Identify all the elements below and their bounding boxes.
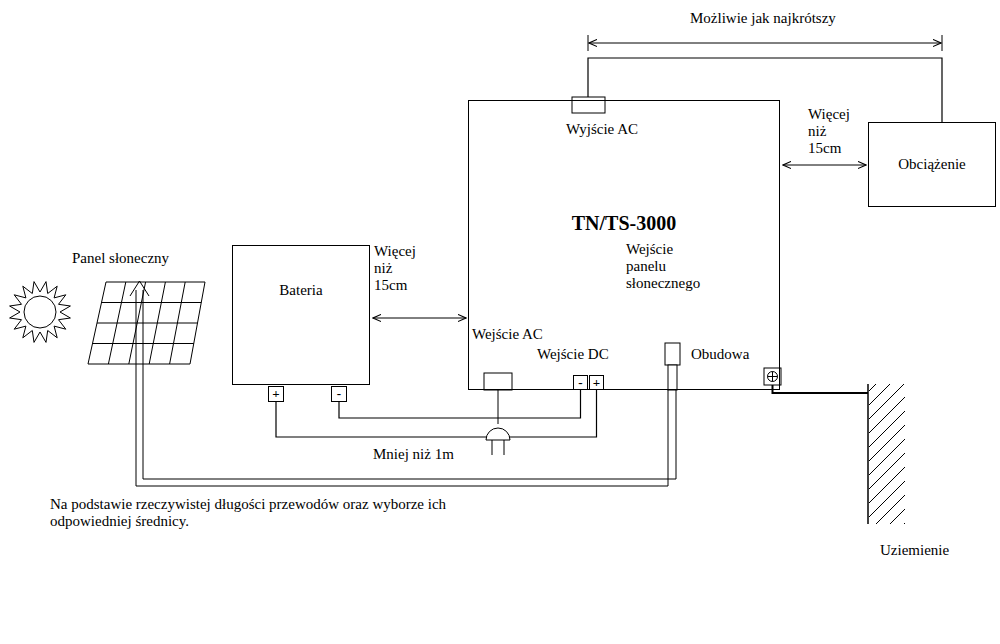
box-title: Bateria: [233, 282, 369, 299]
sun-icon: [10, 282, 71, 343]
terminal-sign: -: [332, 387, 346, 401]
dc-terminal: -: [573, 375, 588, 390]
ac-plug: [484, 373, 512, 455]
solar-wire: [130, 281, 676, 486]
dimension-arrow: [373, 318, 466, 319]
terminal-sign: +: [269, 387, 283, 401]
dimension-label: Mniej niż 1m: [373, 446, 454, 463]
terminal-cross: [768, 372, 778, 382]
ground-wire: [773, 385, 869, 393]
terminal-circle: [768, 372, 778, 382]
ground-terminal: [764, 368, 781, 385]
device-title: TN/TS-3000: [469, 211, 779, 235]
dc-terminal: +: [589, 375, 604, 390]
note-text: Na podstawie rzeczywistej długości przew…: [50, 496, 530, 530]
inverter-box: Wyjście AC TN/TS-3000Wejście panelu słone…: [468, 100, 780, 390]
wire-connector: [588, 58, 942, 122]
dimension-label: Możliwie jak najkrótszy: [690, 10, 836, 27]
port-label: Wejście DC: [537, 346, 609, 363]
panel-grid: [93, 282, 202, 364]
solar-panel: [88, 282, 205, 364]
port-label: Wejście AC: [472, 326, 543, 343]
port-label: Obudowa: [691, 346, 749, 363]
connector-body: [665, 343, 680, 365]
box-title: Obciążenie: [869, 156, 995, 173]
dimension-label: Więcej niż 15cm: [808, 106, 854, 157]
sun-rays: [10, 282, 71, 343]
wire-line: [143, 290, 676, 479]
wire-connector: [339, 390, 581, 418]
earth-wall: [867, 384, 869, 524]
dimension-label: Więcej niż 15cm: [374, 243, 420, 294]
plug-cord: [498, 390, 499, 424]
battery-terminal: +: [268, 386, 284, 402]
solar-connector: [665, 343, 680, 390]
ac-input-socket: [484, 373, 512, 390]
terminal-sign: +: [590, 376, 603, 389]
port-label: Wejście panelu słonecznego: [626, 241, 708, 292]
component-label: Uziemienie: [880, 542, 949, 559]
wire-line: [136, 290, 668, 486]
battery-box: Bateria: [232, 245, 370, 385]
plug-pins: [492, 440, 504, 455]
port-label: Wyjście AC: [566, 121, 638, 138]
earth-hatching: [869, 384, 905, 524]
wire-connector: [276, 390, 597, 437]
battery-terminal: -: [331, 386, 347, 402]
dimension-arrow: [589, 43, 941, 44]
component-label: Panel słoneczny: [72, 250, 169, 267]
sun-disc: [24, 296, 56, 328]
connector-neck: [668, 365, 677, 390]
plug-body: [486, 428, 510, 440]
dimension-arrow: [783, 165, 866, 166]
panel-frame: [88, 282, 205, 364]
arrow-head: [130, 281, 149, 296]
dimension-tick: [588, 35, 942, 51]
terminal-box: [764, 368, 781, 385]
terminal-sign: -: [574, 376, 587, 389]
panel-cells: [93, 282, 202, 364]
load-box: Obciążenie: [868, 122, 996, 207]
